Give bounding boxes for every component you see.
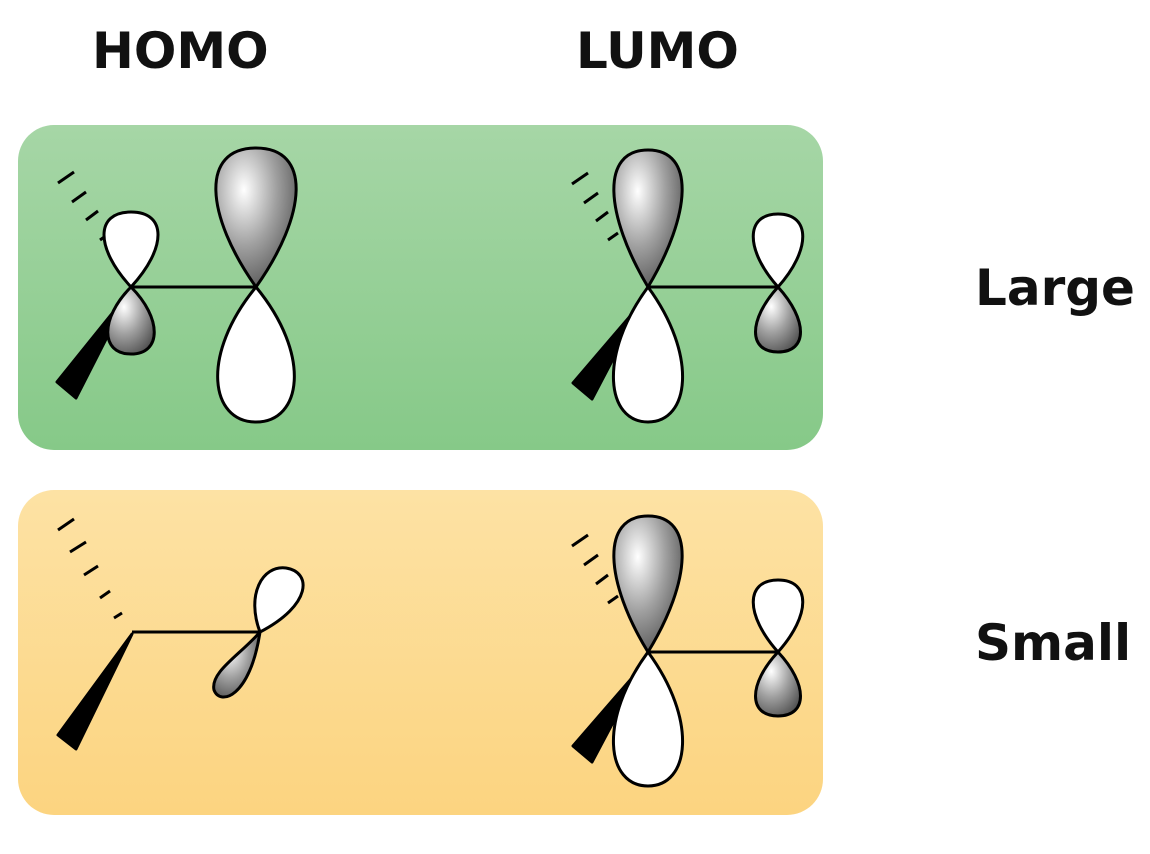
orbital-lobe-shaded <box>214 146 298 289</box>
lumo-large-molecule <box>571 148 805 424</box>
orbital-lobe-empty <box>102 210 160 289</box>
lumo-small-molecule <box>571 514 805 788</box>
homo-large-molecule <box>55 146 298 424</box>
hashed-bond <box>571 171 619 242</box>
orbital-lobe-empty <box>612 285 684 424</box>
orbital-lobe-shaded <box>212 630 262 699</box>
orbital-lobe-shaded <box>106 285 156 356</box>
orbital-lobe-shaded <box>754 650 802 718</box>
hashed-bond <box>571 533 619 605</box>
orbital-lobe-empty <box>216 285 296 424</box>
hashed-bond <box>57 517 123 620</box>
row-label-large: Large <box>975 259 1135 317</box>
homo-small-molecule <box>56 517 305 751</box>
lumo-heading: LUMO <box>576 22 739 80</box>
orbital-lobe-shaded <box>754 285 802 354</box>
orbital-lobe-shaded <box>612 148 684 289</box>
row-label-small: Small <box>975 614 1132 672</box>
orbital-lobe-empty <box>751 578 805 654</box>
homo-heading: HOMO <box>92 22 269 80</box>
orbital-lobe-empty <box>751 212 805 289</box>
orbital-lobe-empty <box>253 566 305 634</box>
orbital-lobe-empty <box>612 650 684 788</box>
hashed-bond <box>57 170 111 242</box>
orbital-lobe-shaded <box>612 514 684 654</box>
wedge-bond <box>56 632 134 751</box>
